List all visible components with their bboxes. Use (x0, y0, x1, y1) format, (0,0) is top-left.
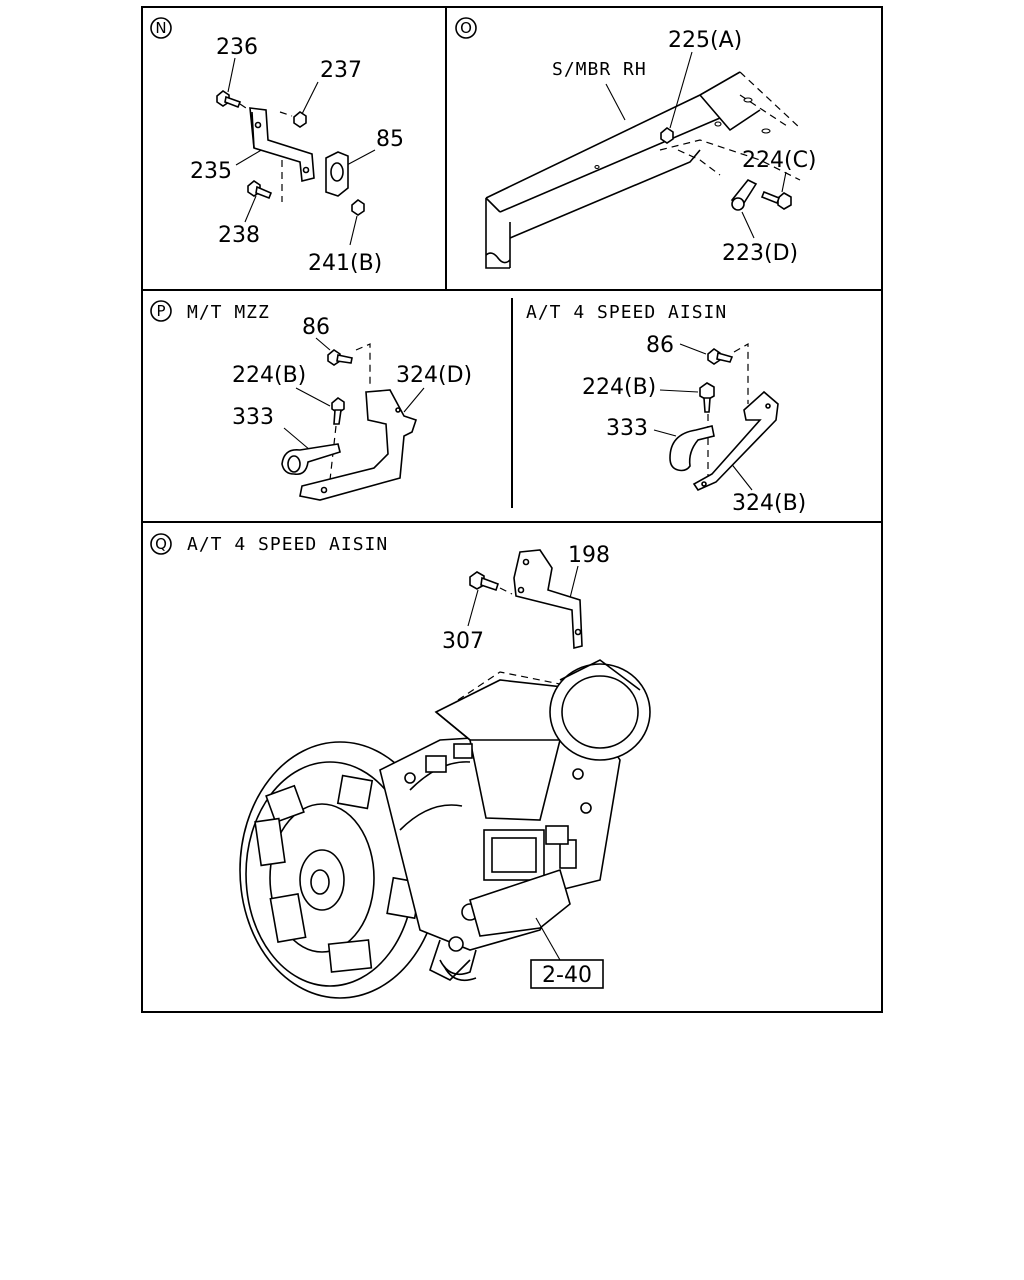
side-member (485, 71, 801, 269)
panel-n: N 236 237 85 235 238 241(B) (150, 17, 404, 276)
transmission-assembly (239, 659, 651, 999)
label-86: 86 (302, 315, 330, 340)
label-85: 85 (376, 127, 404, 152)
panel-p2: A/T 4 SPEED AISIN 86 224(B) 333 324(B) (526, 302, 806, 516)
label-324d: 324(D) (396, 363, 472, 388)
bracket-198 (513, 549, 583, 650)
nut-241b (351, 199, 365, 216)
bolt-224c (760, 190, 792, 210)
label-236: 236 (216, 35, 258, 60)
label-198: 198 (568, 543, 610, 568)
label-241b: 241(B) (308, 251, 382, 276)
label-333-at: 333 (606, 416, 648, 441)
nut-237 (293, 111, 307, 128)
badge-q: Q (150, 533, 172, 555)
label-224c: 224(C) (742, 148, 817, 173)
svg-text:Q: Q (155, 535, 167, 553)
panel-p-title: M/T MZZ (187, 302, 270, 323)
reference-box-2-40: 2-40 (530, 959, 604, 989)
bracket-235 (249, 107, 315, 182)
badge-p: P (150, 300, 172, 322)
bolt-224b-at (699, 382, 715, 413)
panel-grid (141, 6, 883, 1013)
bolt-86-at (707, 348, 734, 365)
bolt-236 (216, 90, 242, 109)
member-label: S/MBR RH (552, 59, 647, 80)
panel-q: Q A/T 4 SPEED AISIN 198 307 (150, 533, 651, 999)
panel-q-title: A/T 4 SPEED AISIN (187, 534, 388, 555)
label-86-at: 86 (646, 333, 674, 358)
label-307: 307 (442, 629, 484, 654)
nut-225a (660, 127, 674, 144)
bolt-224b (331, 397, 345, 425)
panel-p: P M/T MZZ 86 224(B) 324(D) 333 (150, 300, 472, 501)
svg-text:P: P (156, 302, 165, 320)
bracket-324d (299, 389, 418, 501)
badge-n: N (150, 17, 172, 39)
label-235: 235 (190, 159, 232, 184)
clip-223d (730, 178, 758, 211)
svg-text:O: O (460, 19, 472, 37)
clip-85 (325, 151, 349, 197)
label-333: 333 (232, 405, 274, 430)
clip-333 (281, 443, 341, 476)
svg-text:2-40: 2-40 (542, 963, 592, 988)
panel-o: O S/MBR RH 225(A) 224(C) 223(D) (455, 17, 817, 269)
label-223d: 223(D) (722, 241, 798, 266)
badge-o: O (455, 17, 477, 39)
bolt-86 (327, 349, 353, 366)
label-324b: 324(B) (732, 491, 806, 516)
label-237: 237 (320, 58, 362, 83)
label-224b: 224(B) (232, 363, 306, 388)
label-224b-at: 224(B) (582, 375, 656, 400)
label-225a: 225(A) (668, 28, 742, 53)
svg-text:N: N (155, 19, 166, 37)
clip-333-at (669, 425, 715, 472)
label-238: 238 (218, 223, 260, 248)
panel-p2-title: A/T 4 SPEED AISIN (526, 302, 727, 323)
bracket-324b (692, 390, 779, 492)
bolt-307 (469, 571, 500, 592)
bolt-238 (247, 180, 273, 200)
